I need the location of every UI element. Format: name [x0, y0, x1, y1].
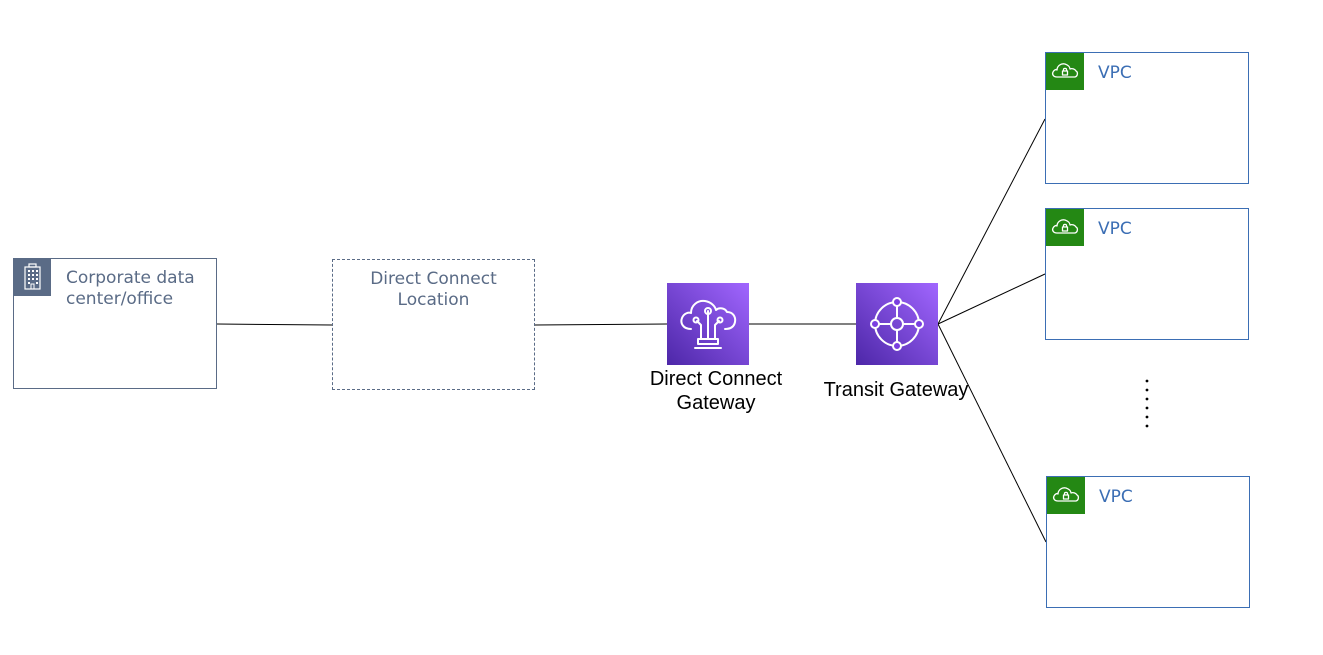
- corporate-label-line1: Corporate data: [66, 268, 195, 288]
- direct-connect-gateway-label-line1: Direct Connect: [649, 368, 783, 390]
- vpc-label: VPC: [1098, 63, 1132, 83]
- direct-connect-location-group[interactable]: Direct Connect Location: [332, 259, 535, 390]
- corporate-label-line2: center/office: [66, 289, 174, 309]
- vpc-cloud-lock-icon: [1046, 53, 1084, 90]
- office-building-icon: [14, 259, 51, 296]
- direct-connect-location-label: Direct Connect Location: [333, 269, 534, 311]
- transit-gateway-label: Transit Gateway: [823, 379, 969, 401]
- corporate-label: Corporate data center/office: [66, 268, 195, 310]
- transit-gateway-icon[interactable]: [856, 283, 938, 365]
- edge-dc-location-to-dcgw: [534, 323, 668, 326]
- direct-connect-location-label-line2: Location: [397, 290, 470, 310]
- direct-connect-gateway-label-line2: Gateway: [676, 392, 756, 414]
- edge-tgw-to-vpc-1: [937, 118, 1046, 325]
- direct-connect-gateway-icon[interactable]: [667, 283, 749, 365]
- edge-tgw-to-vpc-3: [937, 323, 1047, 543]
- direct-connect-location-label-line1: Direct Connect: [370, 269, 497, 289]
- corporate-data-center-group[interactable]: Corporate data center/office: [13, 258, 217, 389]
- vpc-group-1[interactable]: VPC: [1045, 52, 1249, 184]
- edge-corporate-to-dc-location: [216, 323, 333, 326]
- vpc-cloud-lock-icon: [1046, 209, 1084, 246]
- vpc-group-3[interactable]: VPC: [1046, 476, 1250, 608]
- vpc-label: VPC: [1098, 219, 1132, 239]
- vpc-group-2[interactable]: VPC: [1045, 208, 1249, 340]
- vertical-ellipsis: [1145, 379, 1149, 428]
- vpc-label: VPC: [1099, 487, 1133, 507]
- direct-connect-gateway-label: Direct Connect Gateway: [632, 367, 800, 415]
- vpc-cloud-lock-icon: [1047, 477, 1085, 514]
- edge-tgw-to-vpc-2: [937, 273, 1046, 325]
